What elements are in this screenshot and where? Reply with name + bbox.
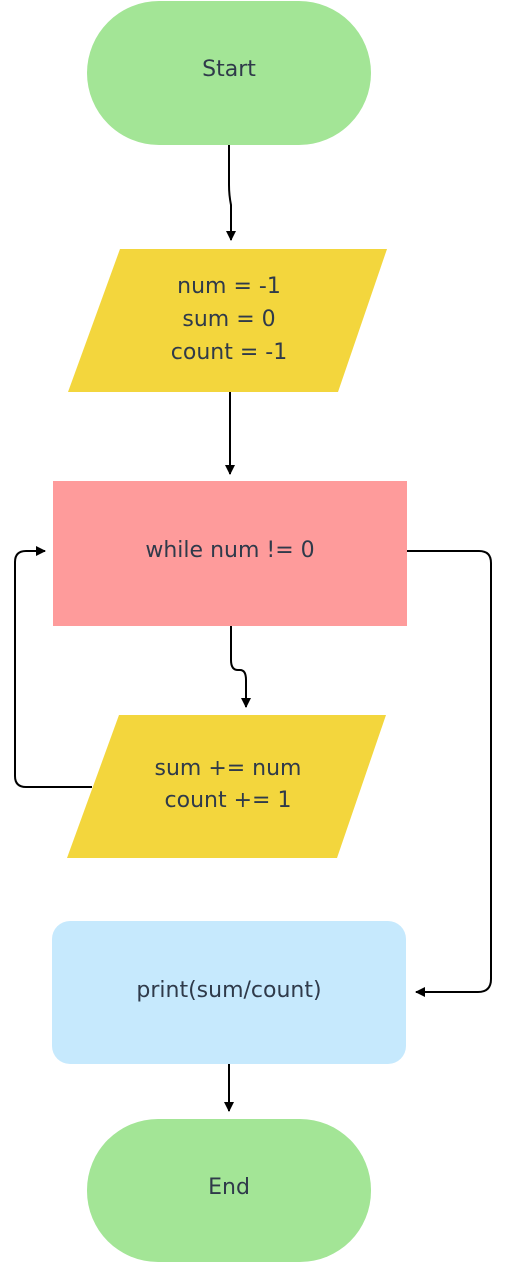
start-node-shape (87, 1, 371, 145)
init-node-line-3: count = -1 (171, 340, 287, 365)
edge-body-back-to-loop (14, 546, 92, 788)
edge-start-to-init (226, 145, 236, 241)
edge-loop-to-body (230, 626, 251, 708)
loop-node-label: while num != 0 (145, 538, 314, 563)
body-node-line-1: sum += num (154, 756, 301, 781)
start-node-label: Start (202, 57, 256, 82)
init-node-line-2: sum = 0 (182, 307, 275, 332)
output-node-shape (52, 921, 406, 1064)
body-node: sum += num count += 1 (67, 715, 386, 858)
body-node-line-2: count += 1 (165, 788, 292, 813)
loop-node-shape (53, 481, 407, 626)
loop-node: while num != 0 (53, 481, 407, 626)
edge-loop-to-output (407, 550, 492, 997)
output-node-label: print(sum/count) (136, 978, 321, 1003)
output-node: print(sum/count) (52, 921, 406, 1064)
end-node-label: End (208, 1175, 250, 1200)
init-node-line-1: num = -1 (177, 274, 281, 299)
body-node-shape (67, 715, 386, 858)
end-node-shape (87, 1119, 371, 1262)
init-node-shape (68, 249, 387, 392)
end-node: End (87, 1119, 371, 1262)
init-node: num = -1 sum = 0 count = -1 (68, 249, 387, 392)
start-node: Start (87, 1, 371, 145)
